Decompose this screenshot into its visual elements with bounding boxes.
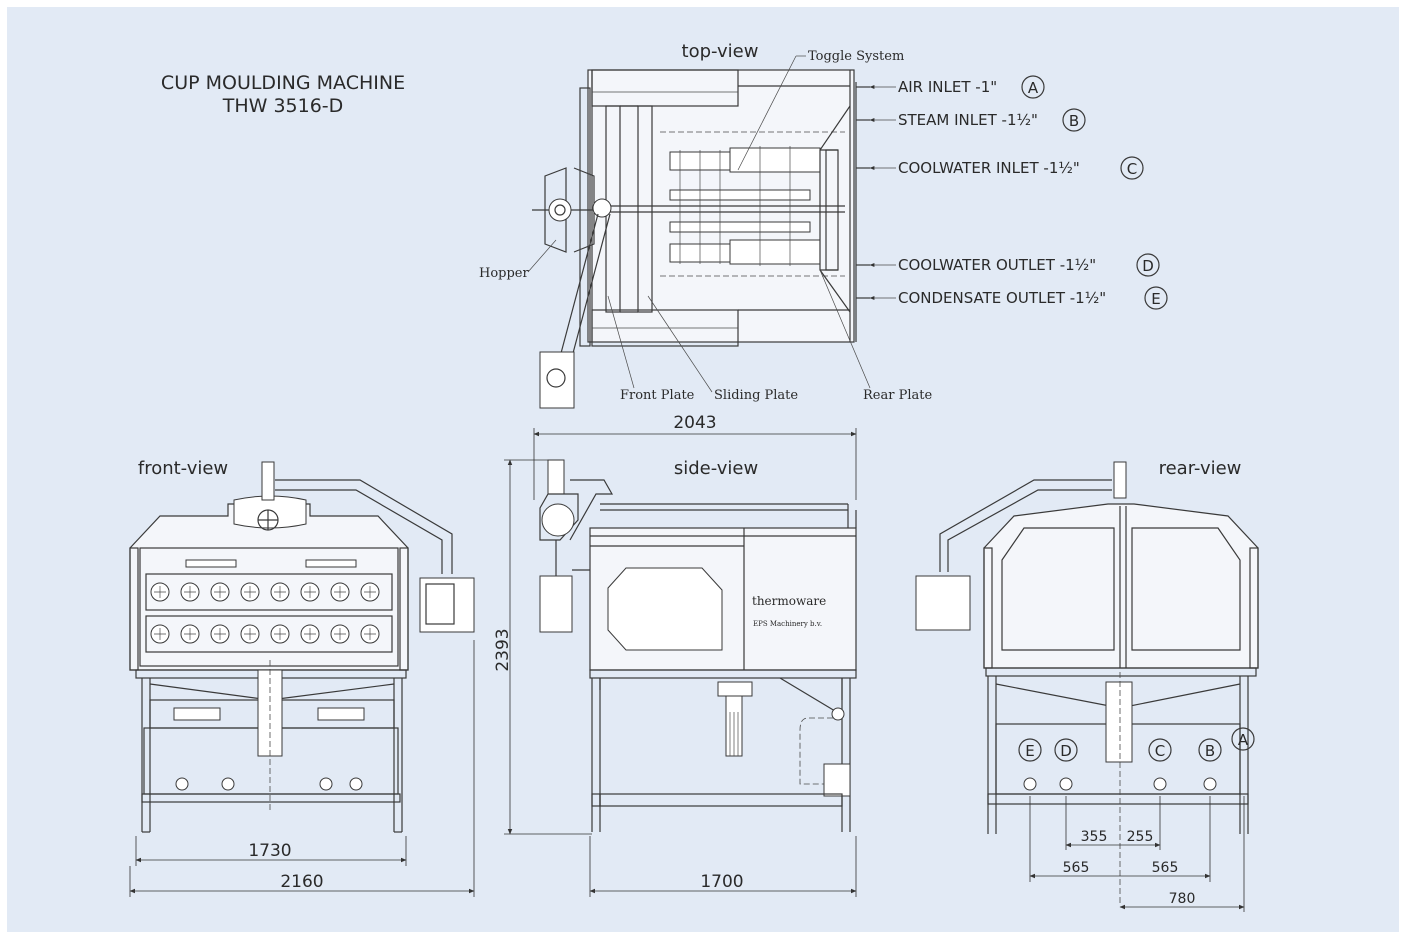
dimension-side-depth: 1700: [589, 836, 857, 897]
valve-cross: [244, 628, 256, 640]
valve-cross: [334, 586, 346, 598]
valve-cross: [184, 586, 196, 598]
valve-cross: [184, 628, 196, 640]
valve-cross: [274, 586, 286, 598]
dimension-value: 1730: [248, 841, 291, 861]
connection-label: COOLWATER INLET -1½": [898, 159, 1080, 177]
code-circle: [1062, 108, 1086, 132]
rear-view-drawing: rear-view E D C B A: [915, 458, 1259, 906]
rear-code-circle: [1198, 738, 1222, 762]
dimension-front-total: 2160: [129, 640, 475, 897]
valve-cross: [274, 628, 286, 640]
valve-cross: [214, 628, 226, 640]
connection-label: AIR INLET -1": [898, 78, 997, 96]
connection-air-inlet: AIR INLET -1" A: [869, 75, 1045, 99]
rear-code-c: C: [1155, 742, 1165, 760]
dimension-value: 1700: [700, 872, 743, 892]
rear-code-circle: [1148, 738, 1172, 762]
connection-coolwater-outlet: COOLWATER OUTLET -1½" D: [869, 253, 1160, 277]
dimension-front-inner: 1730: [135, 836, 407, 866]
code-circle: [1021, 75, 1045, 99]
side-view-drawing: side-view thermoware EPS Machinery b.v.: [539, 458, 857, 832]
valve-cross: [334, 628, 346, 640]
dimension-355: 355: [1081, 829, 1108, 845]
valve-cross: [244, 586, 256, 598]
valve-cross: [214, 586, 226, 598]
rear-code-circle: [1231, 727, 1255, 751]
code-circle: [1120, 156, 1144, 180]
title-line-2: THW 3516-D: [222, 95, 344, 117]
rear-dimensions: 355 255 565 565 780: [1029, 796, 1245, 912]
code-circle: [1136, 253, 1160, 277]
top-view-label: top-view: [682, 41, 759, 62]
connection-label: CONDENSATE OUTLET -1½": [898, 289, 1106, 307]
valve-cross: [364, 628, 376, 640]
brand-sub: EPS Machinery b.v.: [753, 620, 822, 628]
dimension-780: 780: [1169, 891, 1196, 907]
valve-cross: [154, 628, 166, 640]
connection-label: STEAM INLET -1½": [898, 111, 1038, 129]
valve-cross: [154, 586, 166, 598]
connection-list: AIR INLET -1" A STEAM INLET -1½" B COOLW…: [869, 75, 1168, 310]
dimension-value: 2043: [673, 413, 716, 433]
front-view-label: front-view: [138, 458, 228, 479]
valve-cross: [304, 628, 316, 640]
rear-code-b: B: [1205, 742, 1215, 760]
rear-code-d: D: [1060, 742, 1072, 760]
connection-steam-inlet: STEAM INLET -1½" B: [869, 108, 1086, 132]
rear-code-e: E: [1025, 742, 1034, 760]
dimension-value: 2160: [280, 872, 323, 892]
dimension-top-width: 2043: [533, 413, 857, 500]
connection-label: COOLWATER OUTLET -1½": [898, 256, 1096, 274]
code-circle: [1144, 286, 1168, 310]
title-line-1: CUP MOULDING MACHINE: [161, 72, 405, 94]
dimension-side-height: 2393: [493, 459, 592, 835]
rear-code-a: A: [1238, 731, 1249, 749]
connection-code: E: [1151, 290, 1160, 308]
top-view-drawing: top-view: [479, 41, 932, 409]
valve-cross: [364, 586, 376, 598]
connection-code: A: [1028, 79, 1039, 97]
toggle-system-label: Toggle System: [808, 49, 904, 64]
rear-plate-label: Rear Plate: [863, 388, 932, 403]
side-view-label: side-view: [674, 458, 758, 479]
connection-coolwater-inlet: COOLWATER INLET -1½" C: [869, 156, 1144, 180]
connection-condensate-outlet: CONDENSATE OUTLET -1½" E: [869, 286, 1168, 310]
connection-code: B: [1069, 112, 1079, 130]
rear-code-circle: [1018, 738, 1042, 762]
rear-code-circle: [1054, 738, 1078, 762]
dimension-565-right: 565: [1152, 860, 1179, 876]
sliding-plate-label: Sliding Plate: [714, 388, 798, 403]
rear-view-label: rear-view: [1159, 458, 1242, 479]
front-view-drawing: front-view: [129, 458, 475, 833]
valve-cross: [304, 586, 316, 598]
connection-code: C: [1127, 160, 1137, 178]
dimension-565-left: 565: [1063, 860, 1090, 876]
dimension-value: 2393: [493, 628, 513, 671]
dimension-255: 255: [1127, 829, 1154, 845]
hopper-label: Hopper: [479, 266, 530, 281]
connection-code: D: [1142, 257, 1154, 275]
brand-name: thermoware: [752, 594, 826, 608]
front-plate-label: Front Plate: [620, 388, 695, 403]
